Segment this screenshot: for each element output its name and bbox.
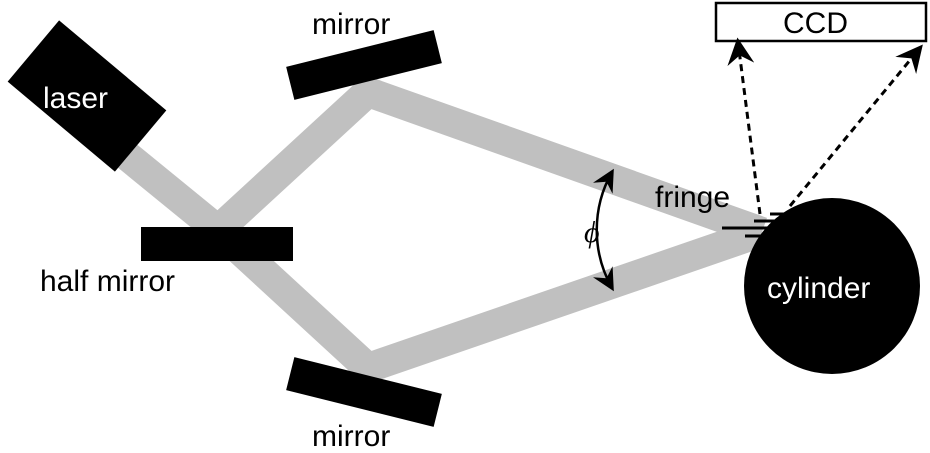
beam-paths [110,74,768,386]
scatter-ray-right [788,44,923,207]
beam-laser-to-half-mirror [110,138,228,242]
top-mirror [286,30,442,100]
scatter-rays [727,37,923,215]
scatter-ray-left [727,37,762,215]
bottom-mirror-label: mirror [312,420,390,453]
cylinder [744,198,920,374]
laser-label: laser [43,82,108,115]
ccd-label: CCD [783,7,848,40]
bottom-mirror [286,357,442,427]
angle-label: ϕ [584,216,600,249]
ccd-detector [714,1,928,43]
angle-arc [592,168,614,292]
fringe-label: fringe [655,181,730,214]
laser-block [7,20,167,172]
fringe-lines [722,212,790,238]
top-mirror-label: mirror [312,8,390,41]
cylinder-label: cylinder [767,272,870,305]
half-mirror-label: half mirror [40,265,175,298]
half-mirror [141,227,293,261]
beam-upper-arm [207,74,768,247]
beam-lower-arm [207,217,767,386]
